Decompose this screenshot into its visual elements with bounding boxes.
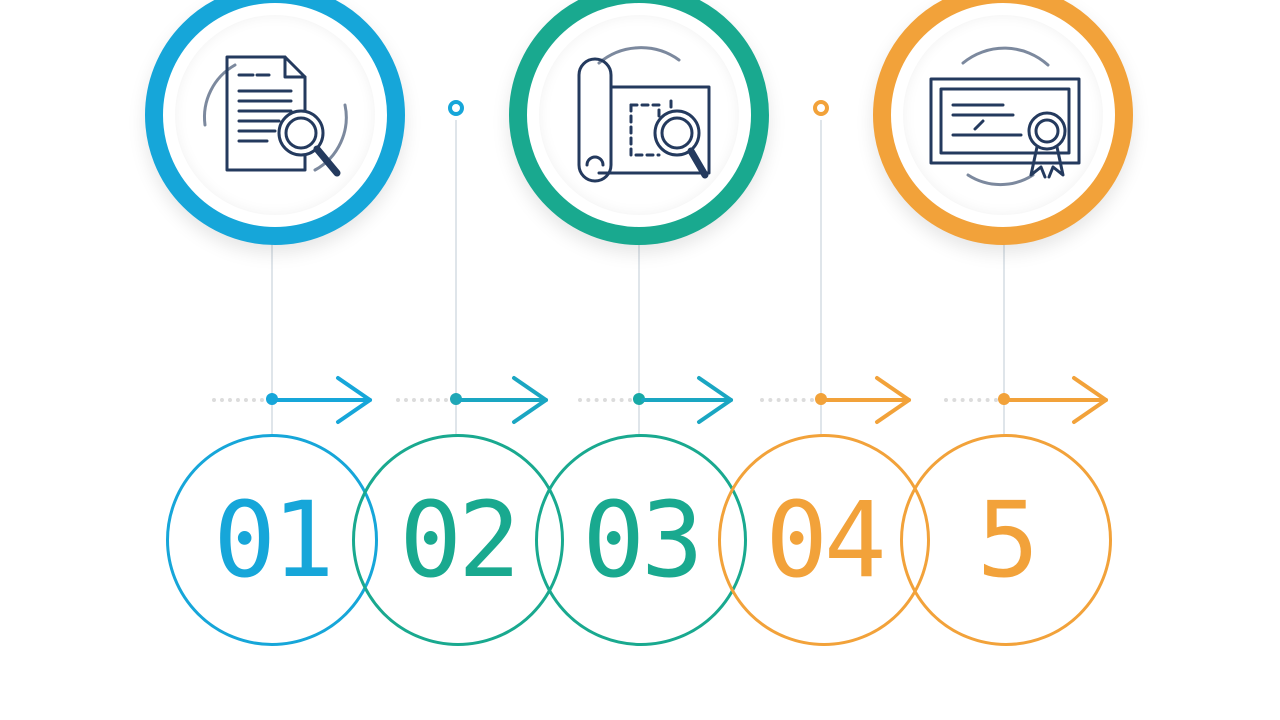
step-number-2: 02: [399, 479, 520, 601]
flow-node-4: [815, 393, 827, 405]
milestone-dot-4: [813, 100, 829, 116]
icon-circle-1: [175, 15, 375, 215]
connector-line-3: [638, 235, 640, 435]
milestone-dot-2: [448, 100, 464, 116]
icon-circle-3: [903, 15, 1103, 215]
dotted-lead-1: [212, 398, 264, 406]
certificate-award-icon: [929, 46, 1081, 186]
dotted-lead-4: [760, 398, 814, 406]
step-number-4: 04: [765, 479, 886, 601]
step-ring-5: [900, 434, 1112, 646]
arrow-right-icon: [823, 376, 911, 424]
step-number-1: 01: [213, 479, 334, 601]
blueprint-search-ring: [509, 0, 769, 245]
blueprint-search-icon: [577, 46, 711, 183]
connector-line-2: [455, 120, 457, 435]
arrow-right-icon: [1006, 376, 1108, 424]
connector-line-4: [820, 120, 822, 435]
arrow-right-icon: [641, 376, 733, 424]
dotted-lead-3: [578, 398, 632, 406]
document-search-icon: [203, 55, 348, 177]
flow-node-3: [633, 393, 645, 405]
step-number-3: 03: [582, 479, 703, 601]
step-number-5: 5: [976, 479, 1040, 601]
flow-node-1: [266, 393, 278, 405]
connector-line-1: [271, 235, 273, 435]
connector-line-5: [1003, 235, 1005, 435]
flow-node-2: [450, 393, 462, 405]
arrow-right-icon: [274, 376, 372, 424]
flow-node-5: [998, 393, 1010, 405]
dotted-lead-2: [396, 398, 448, 406]
certificate-award-ring: [873, 0, 1133, 245]
icon-circle-2: [539, 15, 739, 215]
arrow-right-icon: [458, 376, 548, 424]
dotted-lead-5: [944, 398, 998, 406]
